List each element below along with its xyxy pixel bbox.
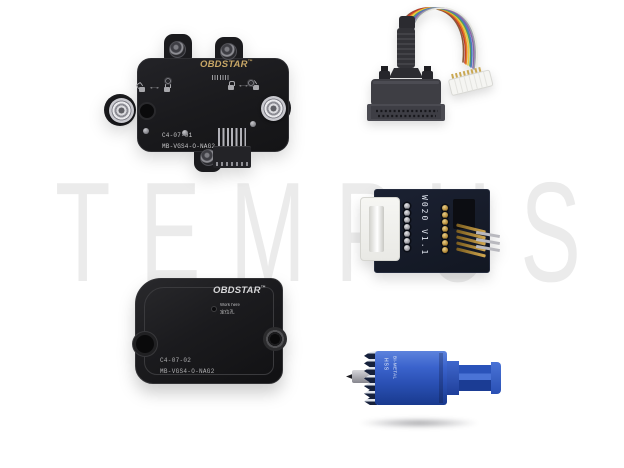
mounting-hole-boss [263,327,287,351]
board-id-text: C4-07-01 MB-VGS4-O-NAG2 [162,131,215,153]
work-here-legend: Work here 定位孔 [211,303,248,317]
lock-icon [164,83,171,92]
mounting-hole [133,332,157,356]
db25-connector [367,16,445,121]
pin [404,217,410,223]
black-pin-header [453,199,475,229]
silver-pin-column [404,203,410,251]
pin [404,245,410,251]
work-here-label: Work here [220,303,240,308]
trademark-mark: ™ [247,59,253,65]
jst-connector [448,67,494,96]
pin [404,203,410,209]
hex-screw [220,43,237,60]
part-number: C4-07-01 [162,132,193,139]
obdstar-logo: OBDSTAR™ [200,59,253,70]
obdstar-logo: OBDSTAR™ [213,285,266,296]
pilot-drill-tip [346,373,355,380]
work-here-text: Work here 定位孔 [220,303,248,317]
bimetal-label: BI-METAL [392,356,397,380]
pin [442,205,448,211]
drop-shadow [358,418,480,428]
mounting-hole [138,102,156,120]
w020-pcb-adapter: W020 V1.1 [358,183,508,283]
cover-id-text: C4-07-02 MB-VGS4-O-NAG2 [160,356,215,378]
barcode [212,75,230,80]
hole-saw-body: HSS BI-METAL [375,351,447,405]
part-number: C4-07-02 [160,357,192,364]
pin [404,231,410,237]
locating-hole-icon [211,306,217,312]
hole-saw-bit: HSS BI-METAL [346,346,508,438]
arrow-icon: ↔ [146,84,163,91]
white-socket-connector [360,197,400,261]
unlock-icon [253,85,259,90]
db25-cable-assembly [350,4,510,129]
watermark-text: TEMPUS [55,153,611,312]
wire [416,7,478,71]
arbor [352,370,370,383]
pin [442,233,448,239]
pin [404,224,410,230]
pcb-version-label: W020 V1.1 [420,195,429,257]
pin [442,212,448,218]
gold-pin-column [442,205,448,253]
shank-end [491,362,501,394]
lock-icon [228,81,235,90]
torx-screw [109,98,134,123]
hex-shank [459,365,491,391]
rivet [182,130,188,136]
pin [404,210,410,216]
lock-unlock-legend: ↔ [228,81,259,90]
silver-header-pins [475,230,508,259]
screw-dot [247,79,255,87]
arrow-icon: ↔ [235,82,252,89]
pin [442,240,448,246]
pin [442,247,448,253]
screw-dot [164,77,172,85]
vgs4-cover-plate: OBDSTAR™ Work here 定位孔 C4-07-02 MB-VGS4-… [110,272,295,402]
db25-rainbow-cable [367,7,494,121]
pin [442,219,448,225]
hss-label: HSS [383,358,389,372]
unlock-icon [139,87,145,92]
rivet [143,128,149,134]
edge-connector [213,146,251,168]
model-number: MB-VGS4-O-NAG2 [160,367,215,375]
pin-comb [218,128,246,148]
trademark-mark: ™ [260,285,266,291]
hex-screw [169,41,186,58]
socket-slot [369,206,384,252]
model-number: MB-VGS4-O-NAG2 [162,142,216,150]
brand-text: OBDSTAR [213,285,261,297]
brand-text: OBDSTAR [200,59,248,71]
pin [442,226,448,232]
vgs4-adapter-board: OBDSTAR™ ↔ ↔ C4-07-01 MB-VGS4-O-NAG2 [104,28,307,196]
pin [404,238,410,244]
pin [475,237,501,245]
torx-screw [261,96,286,121]
work-here-chinese: 定位孔 [220,310,235,316]
rivet [250,121,256,127]
body-groove [439,353,443,403]
collar [447,361,459,395]
cover-body [135,278,283,384]
pin [475,244,501,252]
